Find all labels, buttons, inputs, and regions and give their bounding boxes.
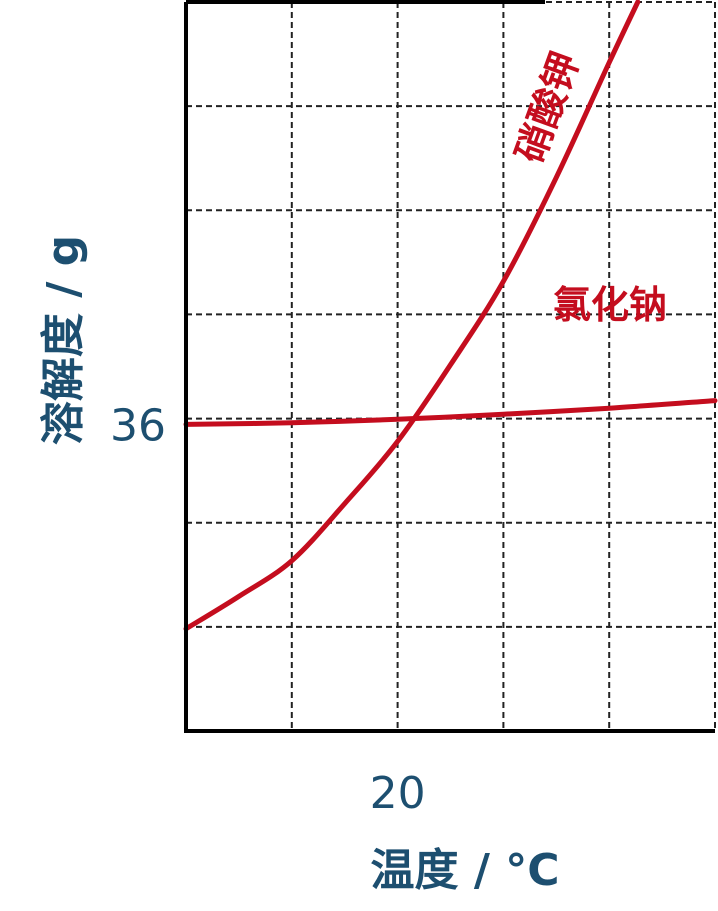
plot-frame [184,2,715,733]
y-axis-label: 溶解度 / g [38,235,89,445]
x-tick-label-20: 20 [370,768,426,819]
series-layer [183,0,718,632]
series-label-sodium-chloride: 氯化钠 [553,283,667,327]
x-axis-label: 温度 / °C [371,845,560,896]
series-line-sodium-chloride [183,398,718,427]
y-tick-label-36: 36 [110,400,166,451]
series-line-potassium-nitrate [183,0,641,632]
series-label-potassium-nitrate: 硝酸钾 [508,46,588,168]
